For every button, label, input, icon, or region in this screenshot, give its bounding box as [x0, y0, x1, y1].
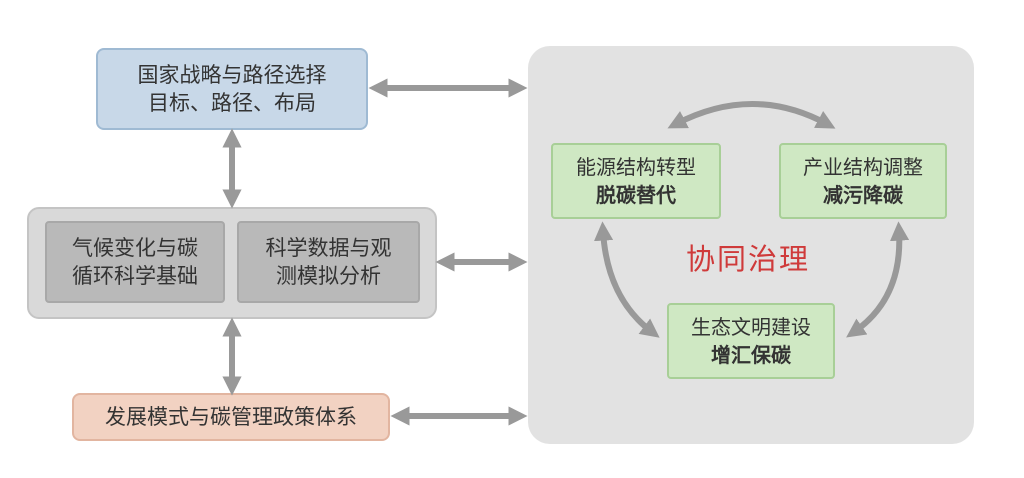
development-box: 发展模式与碳管理政策体系	[72, 393, 390, 441]
arrow-energy-industry	[667, 101, 836, 129]
data-line2: 测模拟分析	[276, 264, 381, 288]
development-label: 发展模式与碳管理政策体系	[105, 404, 357, 429]
ecology-box: 生态文明建设 增汇保碳	[667, 303, 835, 379]
arrow-industry-ecology	[846, 221, 910, 338]
data-line1: 科学数据与观	[265, 235, 392, 260]
industry-line2: 减污降碳	[823, 183, 903, 207]
strategy-line1: 国家战略与路径选择	[137, 62, 327, 87]
synergy-label: 协同治理	[686, 242, 811, 276]
industry-line1: 产业结构调整	[803, 155, 923, 179]
energy-transition-box: 能源结构转型 脱碳替代	[551, 143, 721, 219]
data-analysis-box: 科学数据与观 测模拟分析	[237, 221, 420, 303]
ecology-line1: 生态文明建设	[691, 315, 811, 339]
energy-line1: 能源结构转型	[576, 155, 696, 179]
climate-line2: 循环科学基础	[72, 264, 198, 288]
energy-line2: 脱碳替代	[596, 183, 676, 207]
ecology-line2: 增汇保碳	[711, 343, 791, 367]
arrow-energy-ecology	[593, 221, 660, 338]
strategy-line2: 目标、路径、布局	[148, 91, 316, 115]
industry-adjustment-box: 产业结构调整 减污降碳	[779, 143, 947, 219]
climate-line1: 气候变化与碳	[72, 235, 198, 260]
climate-science-box: 气候变化与碳 循环科学基础	[45, 221, 225, 303]
strategy-box: 国家战略与路径选择 目标、路径、布局	[96, 48, 368, 130]
